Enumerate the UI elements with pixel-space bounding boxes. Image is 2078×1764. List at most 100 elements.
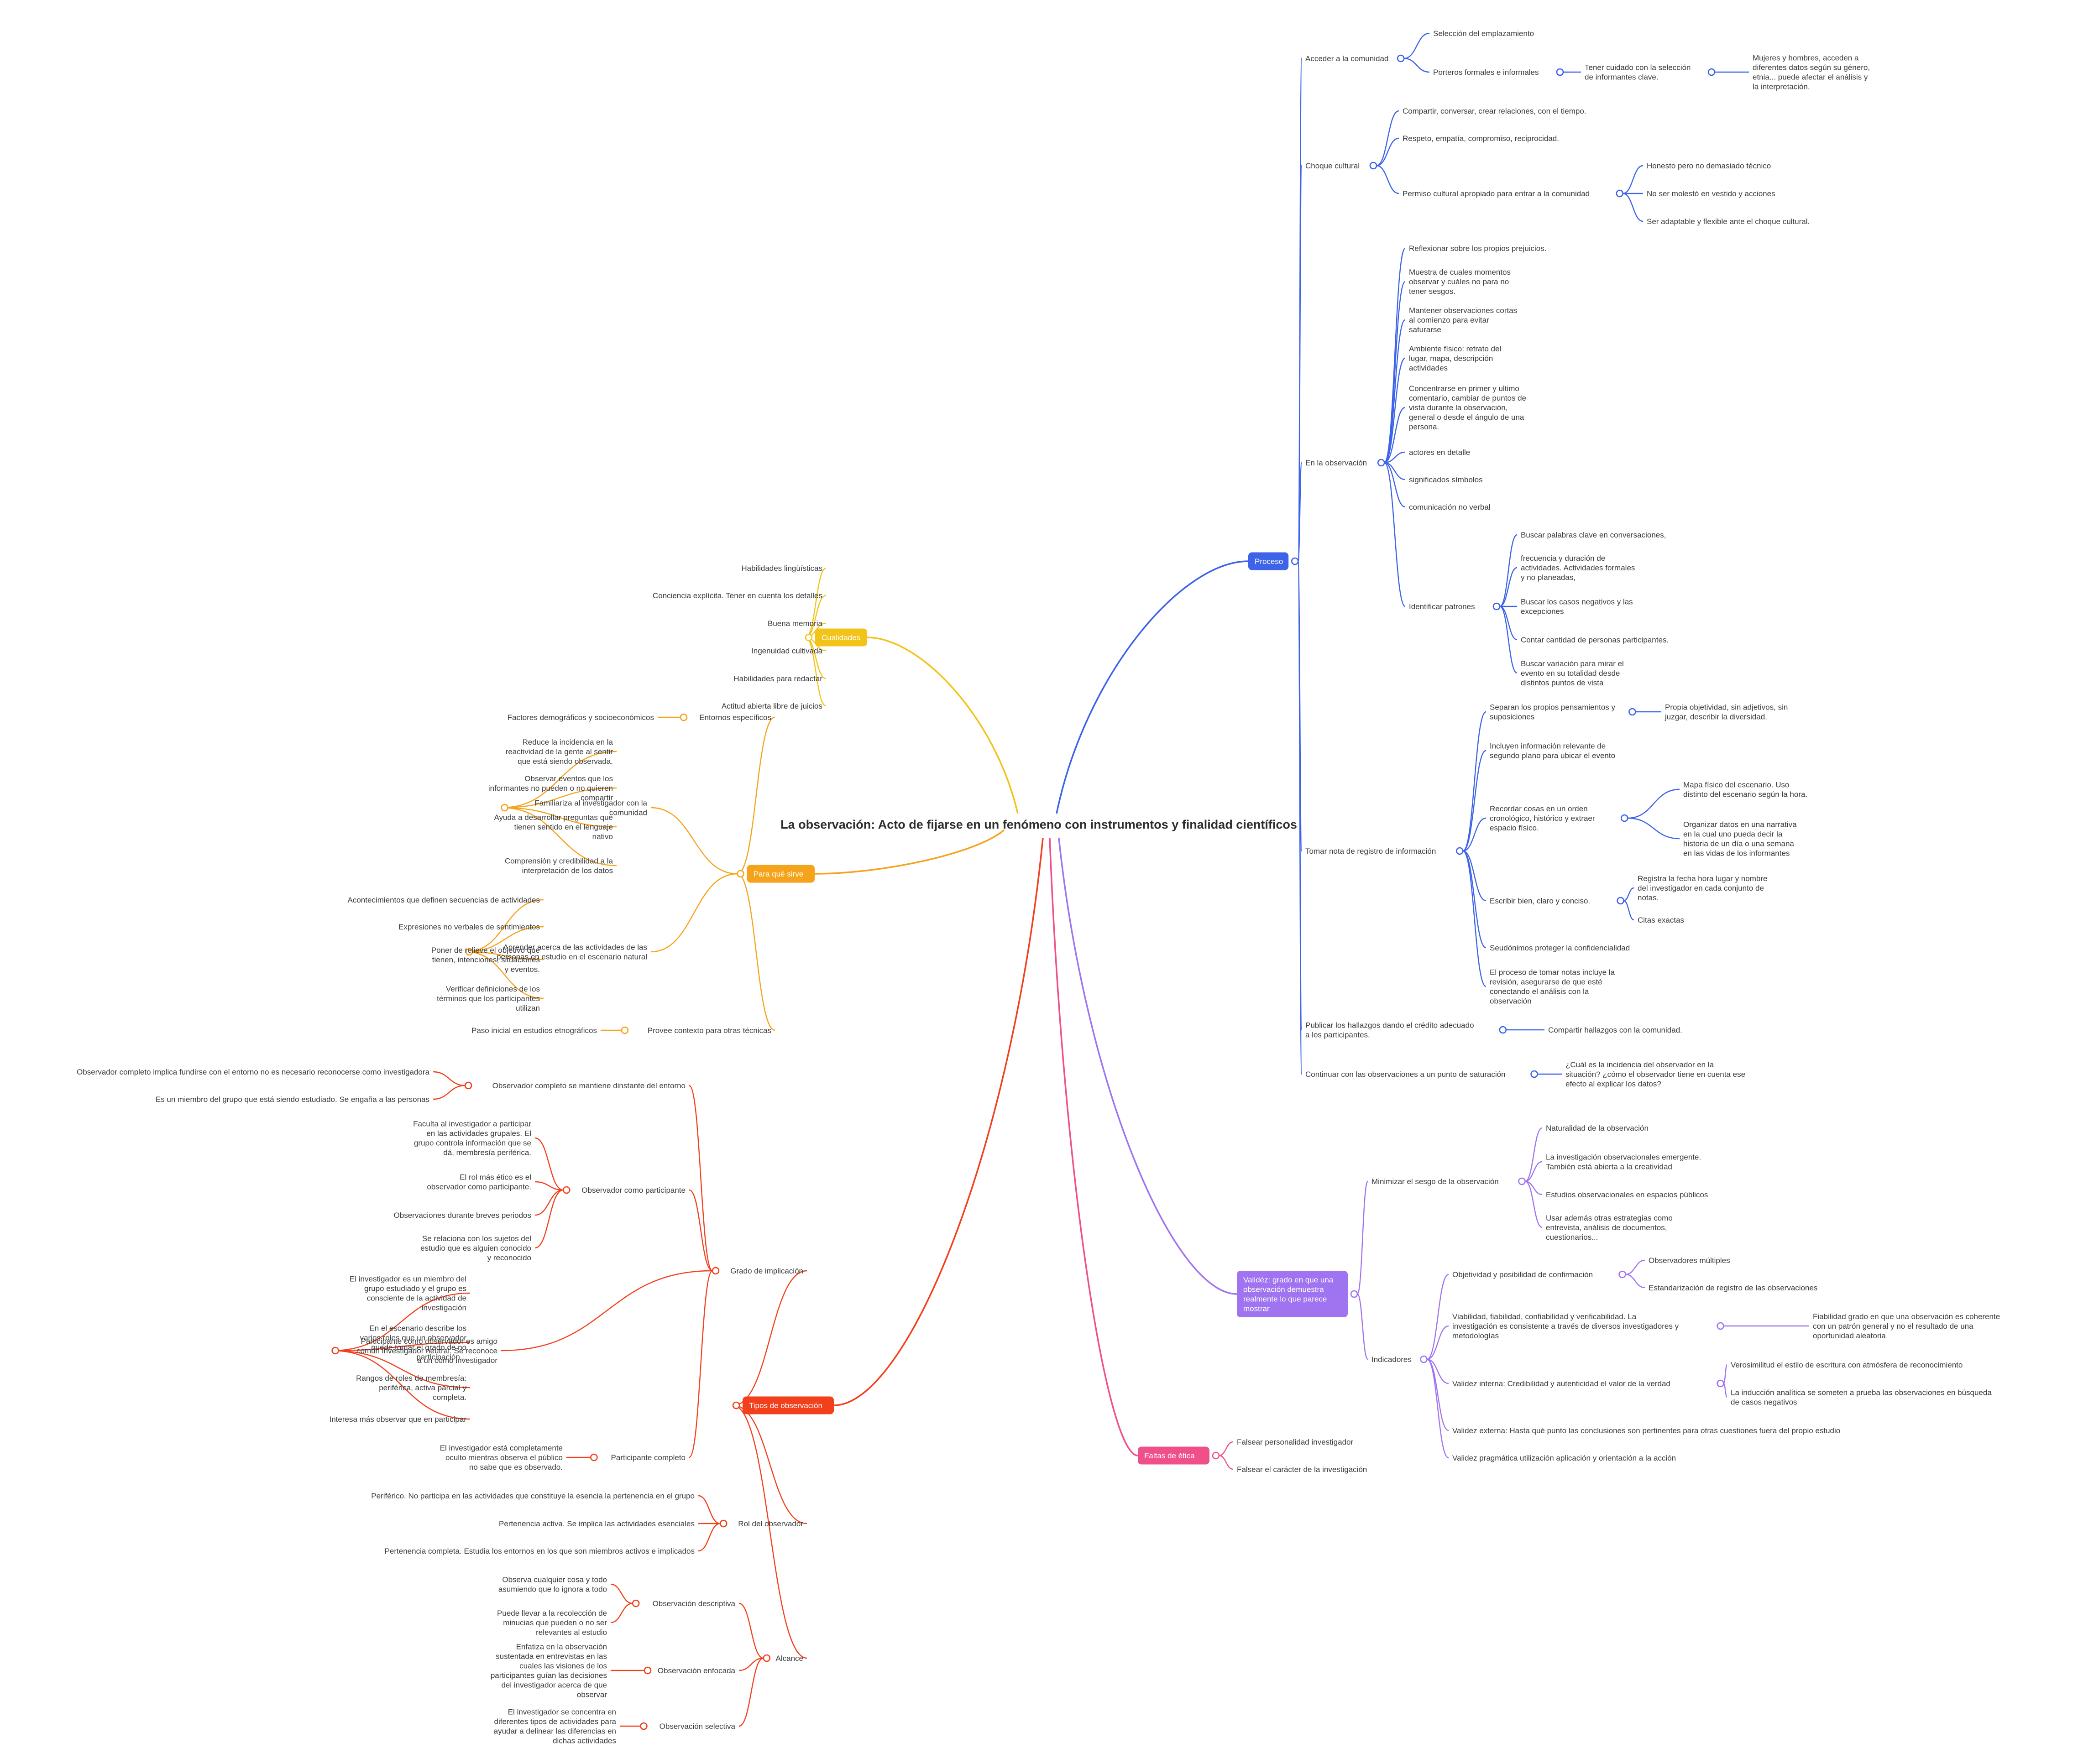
- collapse-toggle[interactable]: [1499, 1026, 1507, 1034]
- topic-proceso-2-5[interactable]: actores en detalle: [1409, 448, 1470, 457]
- topic-faltas-0[interactable]: Falsear personalidad investigador: [1237, 1438, 1353, 1446]
- topic-proceso-2-0[interactable]: Reflexionar sobre los propios prejuicios…: [1409, 244, 1546, 253]
- collapse-toggle[interactable]: [1717, 1379, 1724, 1388]
- topic-validez-0-2[interactable]: Estudios observacionales en espacios púb…: [1546, 1190, 1708, 1199]
- collapse-toggle[interactable]: [644, 1666, 652, 1675]
- branch-proceso[interactable]: [1248, 552, 1289, 570]
- topic-proceso-3-4[interactable]: Seudónimos proteger la confidencialidad: [1490, 944, 1630, 952]
- collapse-toggle[interactable]: [763, 1654, 771, 1662]
- topic-validez-1[interactable]: Indicadores: [1371, 1355, 1412, 1364]
- collapse-toggle[interactable]: [1616, 189, 1624, 198]
- topic-tipos-0-1-2[interactable]: Observaciones durante breves periodos: [394, 1211, 531, 1220]
- topic-proceso-2[interactable]: En la observación: [1305, 459, 1367, 467]
- topic-proceso-2-8-3[interactable]: Contar cantidad de personas participante…: [1521, 636, 1669, 644]
- branch-tipos[interactable]: [743, 1396, 834, 1414]
- topic-tipos-0-2-3[interactable]: Interesa más observar que en participar: [330, 1415, 467, 1424]
- topic-para_que-2-0[interactable]: Acontecimientos que definen secuencias d…: [348, 896, 540, 904]
- topic-tipos-0-0[interactable]: Observador completo se mantiene dinstant…: [492, 1081, 686, 1090]
- collapse-toggle[interactable]: [1455, 847, 1464, 855]
- topic-proceso-1-2-1[interactable]: No ser molestó en vestido y acciones: [1647, 189, 1775, 198]
- collapse-toggle[interactable]: [712, 1267, 720, 1275]
- topic-proceso-3[interactable]: Tomar nota de registro de información: [1305, 847, 1436, 856]
- topic-cualidades-0[interactable]: Habilidades lingüísticas: [741, 564, 822, 573]
- topic-validez-1-2[interactable]: Validez interna: Credibilidad y autentic…: [1452, 1379, 1670, 1388]
- topic-proceso-1-2[interactable]: Permiso cultural apropiado para entrar a…: [1403, 189, 1590, 198]
- collapse-toggle[interactable]: [1707, 68, 1716, 76]
- collapse-toggle[interactable]: [640, 1722, 648, 1730]
- collapse-toggle[interactable]: [1628, 708, 1636, 716]
- topic-validez-1-3[interactable]: Validez externa: Hasta qué punto las con…: [1452, 1426, 1840, 1435]
- topic-proceso-0-0[interactable]: Selección del emplazamiento: [1433, 29, 1534, 38]
- topic-cualidades-4[interactable]: Habilidades para redactar: [733, 674, 822, 683]
- topic-tipos-0-0-0[interactable]: Observador completo implica fundirse con…: [77, 1068, 430, 1076]
- collapse-toggle[interactable]: [501, 804, 508, 812]
- collapse-toggle[interactable]: [1617, 897, 1624, 905]
- topic-tipos-0-3[interactable]: Participante completo: [611, 1453, 686, 1462]
- collapse-toggle[interactable]: [562, 1186, 571, 1194]
- topic-validez-1-2-0[interactable]: Verosimilitud el estilo de escritura con…: [1731, 1361, 1963, 1369]
- topic-validez-1-1[interactable]: Viabilidad, fiabilidad, confiabilidad y …: [1452, 1312, 1679, 1340]
- collapse-toggle[interactable]: [1291, 557, 1299, 565]
- topic-proceso-4[interactable]: Publicar los hallazgos dando el crédito …: [1305, 1021, 1474, 1039]
- topic-proceso-1-2-0[interactable]: Honesto pero no demasiado técnico: [1647, 162, 1771, 170]
- collapse-toggle[interactable]: [1530, 1070, 1538, 1078]
- topic-tipos-2[interactable]: Alcance: [776, 1654, 803, 1663]
- collapse-toggle[interactable]: [1350, 1290, 1358, 1298]
- collapse-toggle[interactable]: [1518, 1177, 1526, 1185]
- collapse-toggle[interactable]: [1397, 54, 1405, 63]
- topic-tipos-1-0[interactable]: Periférico. No participa en las activida…: [371, 1492, 695, 1500]
- topic-tipos-0[interactable]: Grado de implicación: [730, 1267, 803, 1275]
- topic-para_que-0[interactable]: Entornos específicos: [699, 713, 771, 722]
- collapse-toggle[interactable]: [719, 1519, 728, 1528]
- topic-validez-0[interactable]: Minimizar el sesgo de la observación: [1371, 1177, 1499, 1186]
- collapse-toggle[interactable]: [732, 1401, 740, 1409]
- topic-proceso-2-8[interactable]: Identificar patrones: [1409, 602, 1475, 611]
- topic-proceso-5[interactable]: Continuar con las observaciones a un pun…: [1305, 1070, 1506, 1079]
- topic-proceso-1-0[interactable]: Compartir, conversar, crear relaciones, …: [1403, 107, 1586, 115]
- collapse-toggle[interactable]: [680, 713, 688, 721]
- topic-proceso-3-3-1[interactable]: Citas exactas: [1638, 916, 1684, 924]
- collapse-toggle[interactable]: [590, 1453, 598, 1461]
- topic-tipos-2-2[interactable]: Observación selectiva: [660, 1722, 736, 1731]
- branch-para-que[interactable]: [747, 865, 815, 883]
- topic-faltas-1[interactable]: Falsear el carácter de la investigación: [1237, 1465, 1367, 1474]
- topic-tipos-1-2[interactable]: Pertenencia completa. Estudia los entorn…: [385, 1547, 695, 1555]
- topic-proceso-2-6[interactable]: significados símbolos: [1409, 475, 1483, 484]
- collapse-toggle[interactable]: [805, 633, 813, 642]
- topic-proceso-1-1[interactable]: Respeto, empatía, compromiso, reciprocid…: [1403, 134, 1559, 143]
- branch-cualidades[interactable]: [815, 628, 867, 647]
- collapse-toggle[interactable]: [465, 948, 473, 956]
- topic-proceso-0[interactable]: Acceder a la comunidad: [1305, 54, 1388, 63]
- topic-validez-1-0-1[interactable]: Estandarización de registro de las obser…: [1649, 1284, 1817, 1292]
- topic-para_que-2-1[interactable]: Expresiones no verbales de sentimientos: [398, 923, 540, 931]
- collapse-toggle[interactable]: [1369, 162, 1377, 170]
- topic-proceso-1[interactable]: Choque cultural: [1305, 162, 1360, 170]
- collapse-toggle[interactable]: [1377, 459, 1385, 467]
- topic-validez-1-1-0[interactable]: Fiabilidad grado en que una observación …: [1813, 1312, 2000, 1340]
- topic-validez-0-0[interactable]: Naturalidad de la observación: [1546, 1124, 1649, 1133]
- topic-validez-1-0[interactable]: Objetividad y posibilidad de confirmació…: [1452, 1270, 1593, 1279]
